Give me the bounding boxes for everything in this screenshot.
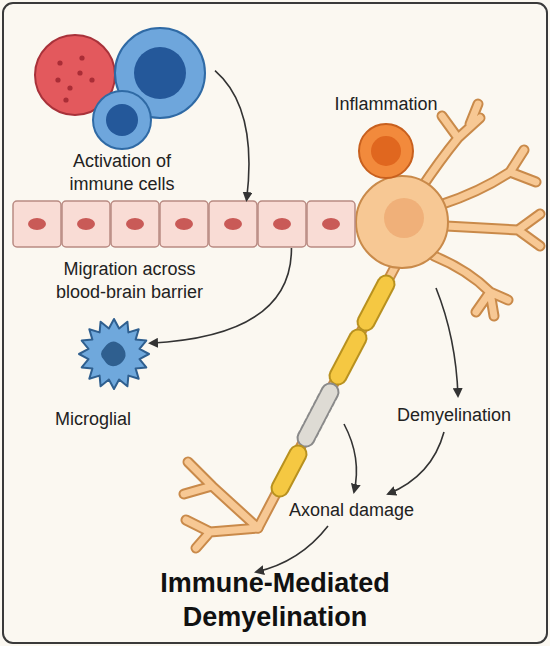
cell-body [79,319,149,389]
inflammation-cell: Inflammation [357,122,415,180]
granule [89,77,94,82]
endothelial-cell [111,201,159,247]
cell-nucleus [175,218,193,230]
annotation-label: Axonal damage [289,499,439,522]
frame [3,3,547,643]
dendrite [184,104,540,548]
node-label: Migration across blood-brain barrier [42,258,217,304]
node-label: Microglial [38,408,148,431]
granule [79,55,84,60]
endothelial-cell [307,201,355,247]
node-label: Activation of immune cells [42,150,202,196]
cell-nucleus [224,218,242,230]
microglia-node: Microglial [78,318,150,390]
neuron-soma [356,176,448,268]
granule [55,77,60,82]
cell-nucleus [273,218,291,230]
barrier-band [12,200,357,248]
immune-cell-group: Activation of immune cells [30,28,215,150]
granule [67,85,72,90]
endothelial-cell [62,201,110,247]
flow-arrow [215,71,249,200]
granule [57,60,62,65]
endothelial-cell [160,201,208,247]
cell-nucleus [101,341,126,366]
flow-arrow [256,288,458,572]
cell-nucleus [126,218,144,230]
immune-cells [30,28,215,150]
annotation-label: Demyelination [397,404,537,427]
neuron-nucleus [384,198,424,238]
granule [77,70,82,75]
cell-body [359,124,413,178]
microglia-cell [78,318,150,390]
cell-nucleus [322,218,340,230]
immune-cell [93,91,151,149]
cell-nucleus [371,136,401,166]
cell-nucleus [106,104,138,136]
endothelial-cell [258,201,306,247]
myelin-sheath [280,284,386,488]
blood-brain-barrier: Migration across blood-brain barrier [12,200,357,248]
endothelial-cell [13,201,61,247]
cell-nucleus [134,47,186,99]
cell-nucleus [28,218,46,230]
granule [63,97,68,102]
endothelial-cell [209,201,257,247]
dendrite-outline [184,104,540,548]
node-label: Inflammation [327,93,445,116]
inflammatory-cell [357,122,415,180]
cell-nucleus [77,218,95,230]
diagram-title: Immune-Mediated Demyelination [125,566,425,634]
